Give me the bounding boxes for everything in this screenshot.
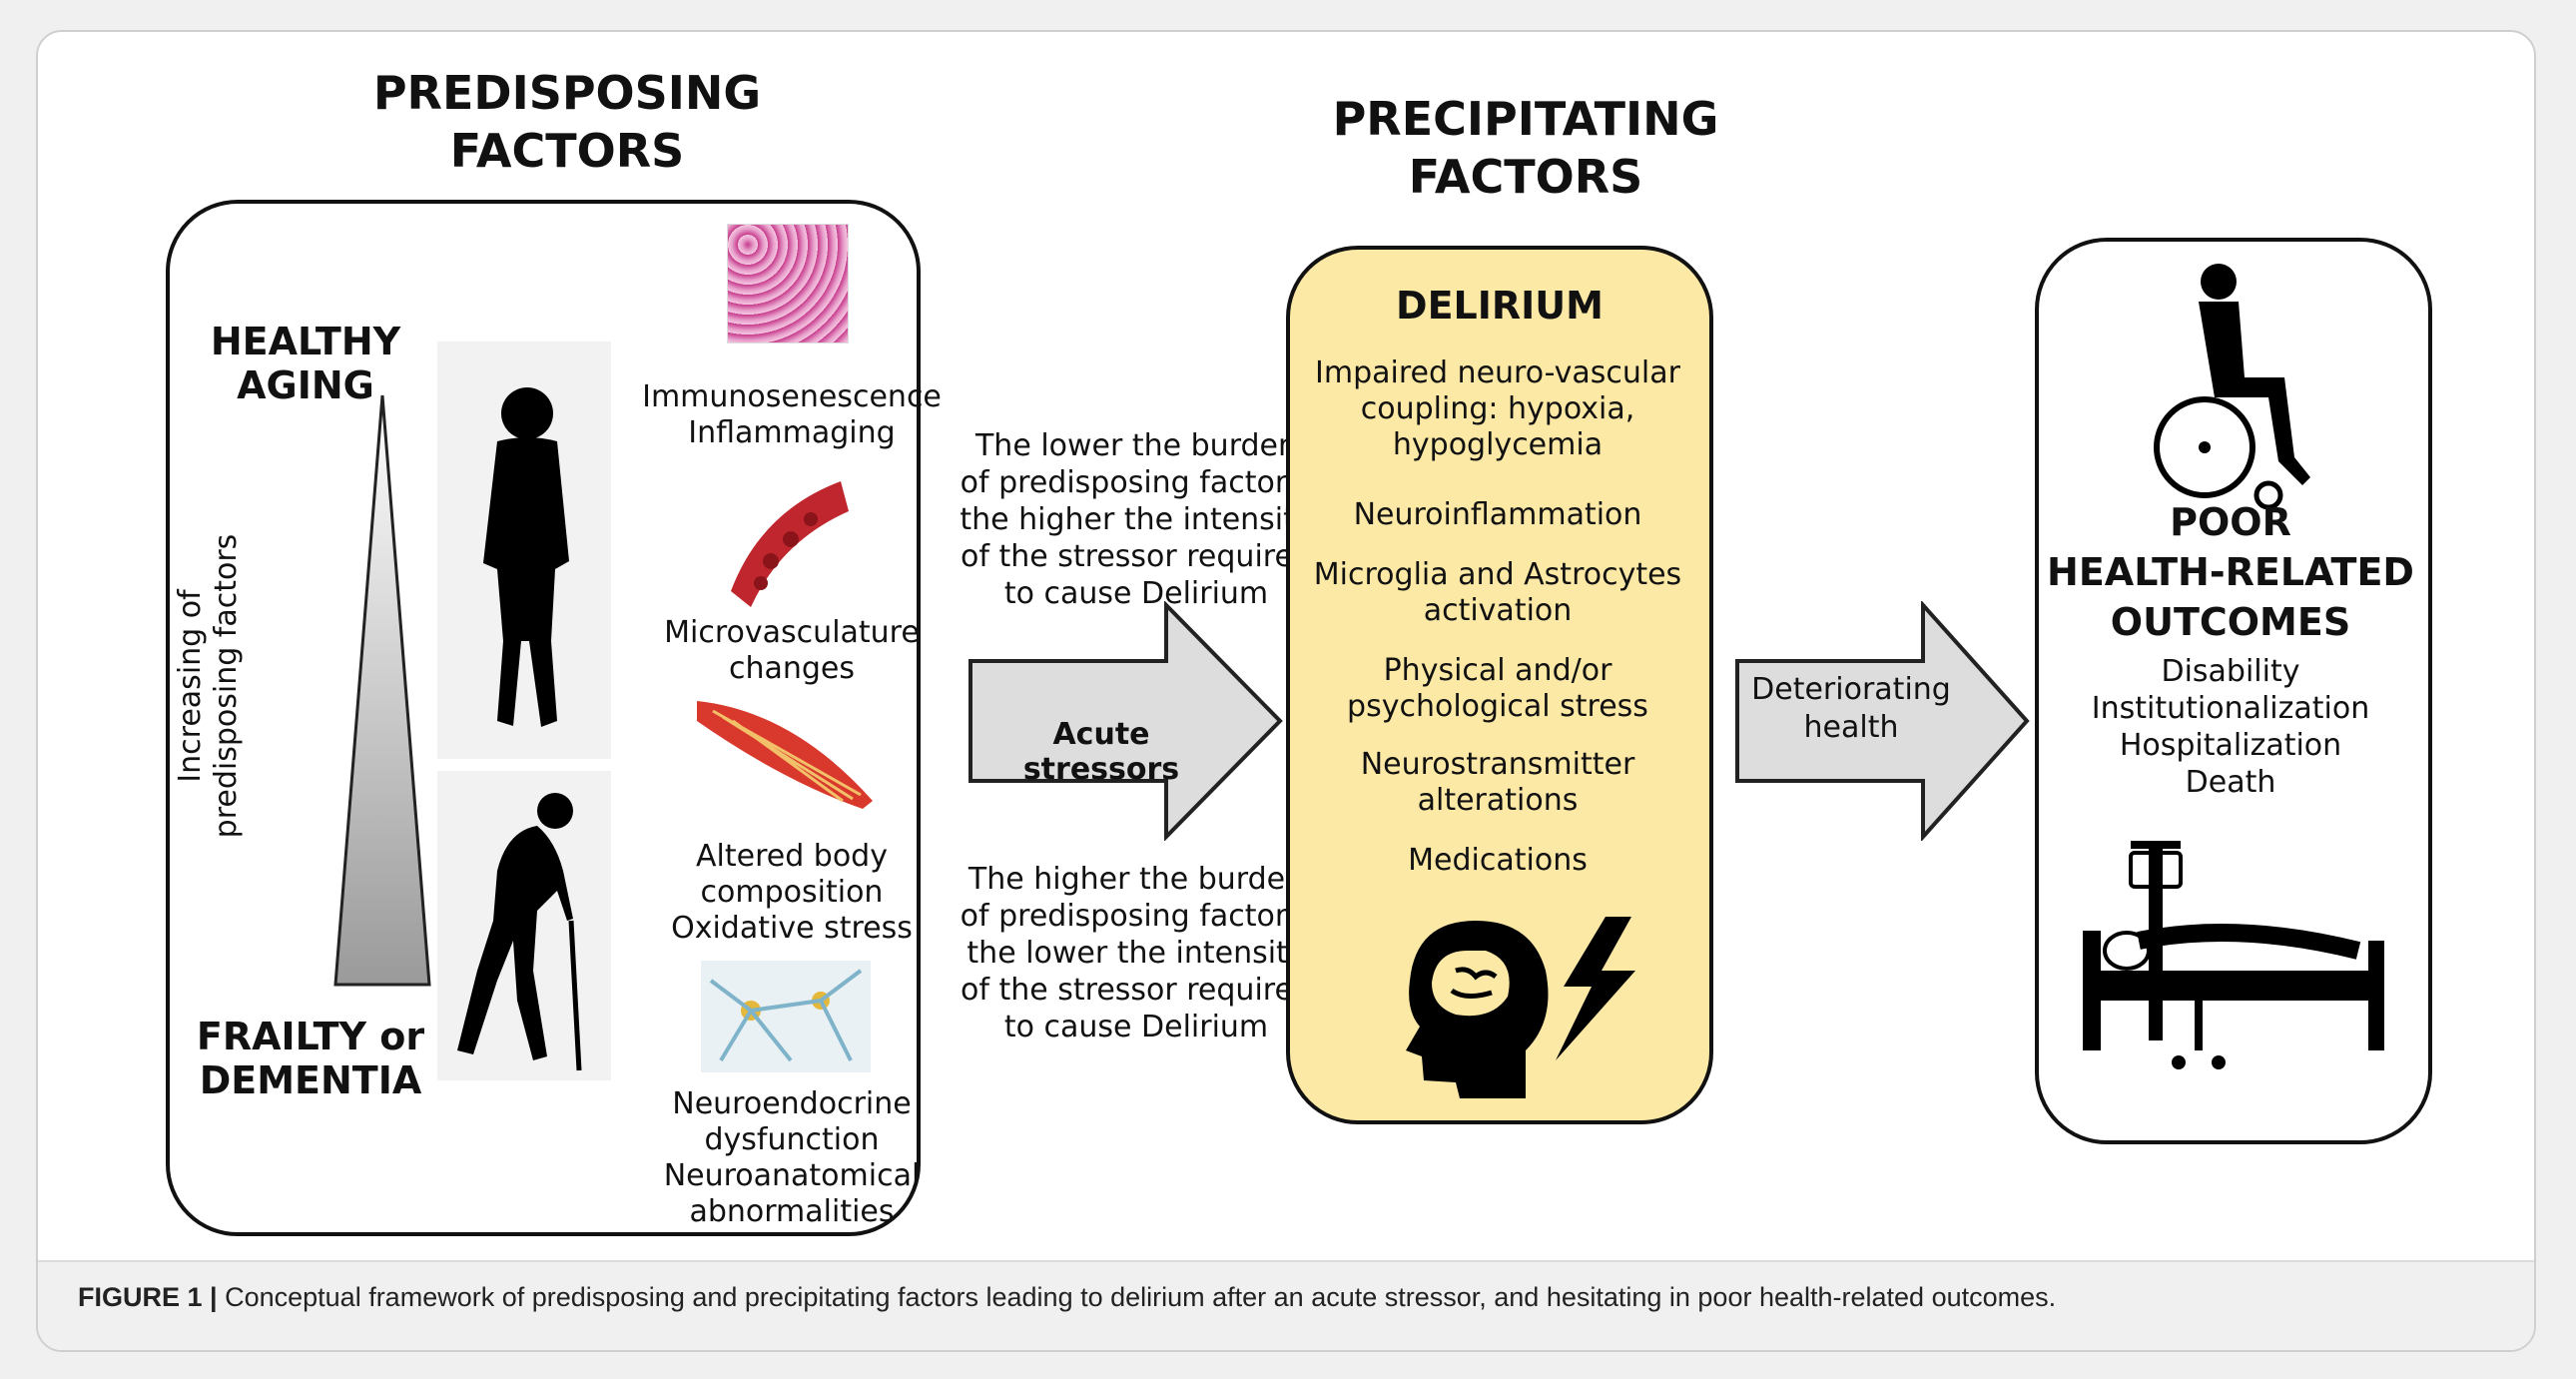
- deteriorating-line2: health: [1803, 710, 1899, 745]
- item-4-line4: abnormalities: [689, 1194, 895, 1229]
- outcomes-title: POOR HEALTH-RELATED OUTCOMES: [2039, 497, 2422, 647]
- middle-lower-text: The higher the burden of predisposing fa…: [937, 861, 1336, 1045]
- upper-line3: the higher the intensity: [960, 502, 1313, 537]
- delirium-title: DELIRIUM: [1396, 284, 1604, 328]
- neuron-icon: [709, 969, 863, 1062]
- predisposing-title: PREDISPOSING FACTORS: [337, 64, 797, 180]
- item-3-line1: Altered body: [696, 839, 888, 874]
- frailty-dementia-label: FRAILTY or DEMENTIA: [186, 1015, 435, 1102]
- item-3-line2: composition: [700, 875, 884, 910]
- delirium-item-2-line1: Neuroinflammation: [1353, 497, 1642, 532]
- frailty-dementia-line2: DEMENTIA: [199, 1058, 422, 1102]
- outcomes-title-line1: POOR: [2170, 500, 2291, 544]
- elderly-cane-icon: [457, 793, 582, 1071]
- axis-label-line1: Increasing of: [173, 589, 208, 783]
- axis-label: Increasing of predisposing factors: [173, 476, 263, 896]
- neuron-image: [701, 961, 871, 1072]
- item-4-line1: Neuroendocrine: [672, 1086, 912, 1121]
- outcomes-title-line2: HEALTH-RELATED: [2047, 550, 2414, 594]
- outcome-disability: Disability: [2161, 654, 2300, 689]
- upper-line4: of the stressor required: [961, 539, 1312, 574]
- item-4-line3: Neuroanatomical: [663, 1158, 921, 1193]
- delirium-item-2: Neuroinflammation: [1292, 497, 1703, 533]
- delirium-item-3: Microglia and Astrocytes activation: [1292, 557, 1703, 629]
- caption-body: Conceptual framework of predisposing and…: [225, 1282, 2057, 1312]
- healthy-aging-line1: HEALTHY: [210, 320, 401, 363]
- walking-person-icon: [483, 387, 569, 727]
- axis-label-line2: predisposing factors: [209, 533, 244, 839]
- caption-label: FIGURE 1 |: [78, 1282, 218, 1312]
- lower-line4: of the stressor required: [961, 973, 1312, 1008]
- lower-line3: the lower the intensity: [966, 936, 1306, 971]
- caption-text: FIGURE 1 | Conceptual framework of predi…: [78, 1278, 2494, 1316]
- delirium-item-4: Physical and/or psychological stress: [1292, 653, 1703, 725]
- frailty-dementia-line1: FRAILTY or: [196, 1015, 425, 1058]
- outcome-death: Death: [2185, 765, 2276, 800]
- frail-person-image: [437, 771, 611, 1080]
- lower-line5: to cause Delirium: [1003, 1010, 1269, 1044]
- delirium-item-5-line2: alterations: [1417, 783, 1579, 818]
- lower-line1: The higher the burden: [967, 862, 1305, 897]
- predisposing-item-4: Neuroendocrine dysfunction Neuroanatomic…: [637, 1086, 947, 1230]
- precipitating-title: PRECIPITATING FACTORS: [1286, 90, 1765, 206]
- muscle-image: [693, 691, 877, 811]
- delirium-item-6-line1: Medications: [1408, 843, 1588, 878]
- predisposing-title-line1: PREDISPOSING: [372, 66, 762, 120]
- item-4-line2: dysfunction: [704, 1122, 880, 1157]
- deteriorating-health-label: Deteriorating health: [1741, 671, 1961, 747]
- delirium-item-4-line1: Physical and/or: [1383, 653, 1612, 688]
- delirium-item-3-line2: activation: [1423, 593, 1573, 628]
- precipitating-title-line2: FACTORS: [1408, 150, 1643, 204]
- wheelchair-icon: [2154, 264, 2310, 510]
- upper-line2: of predisposing factors,: [960, 465, 1313, 500]
- microvasculature-image: [721, 471, 853, 611]
- upper-line1: The lower the burden: [974, 428, 1298, 463]
- delirium-item-4-line2: psychological stress: [1347, 689, 1648, 724]
- head-lightning-icon: [1406, 917, 1635, 1098]
- acute-stressors-label: Acute stressors: [1022, 717, 1180, 787]
- muscle-icon: [697, 701, 873, 809]
- healthy-person-image: [437, 342, 611, 759]
- delirium-item-3-line1: Microglia and Astrocytes: [1313, 557, 1682, 592]
- item-2-line1: Microvasculature: [664, 615, 920, 650]
- figure-frame: PREDISPOSING FACTORS HEALTHY AGING FRAIL…: [36, 30, 2536, 1352]
- item-1-line1: Immunosenescence: [642, 379, 942, 414]
- outcomes-list: Disability Institutionalization Hospital…: [2039, 653, 2422, 801]
- delirium-item-1-line1: Impaired neuro-vascular: [1315, 355, 1680, 390]
- healthy-aging-line2: AGING: [237, 363, 374, 407]
- immunosenescence-image: [727, 224, 849, 344]
- lower-line2: of predisposing factors,: [960, 899, 1313, 934]
- middle-upper-text: The lower the burden of predisposing fac…: [937, 427, 1336, 612]
- delirium-item-5-line1: Neurostransmitter: [1360, 747, 1635, 782]
- hospital-bed-icon: [2083, 841, 2384, 1069]
- delirium-item-1-line3: hypoglycemia: [1392, 427, 1604, 462]
- deteriorating-health-arrow: [1735, 601, 2030, 841]
- outcome-hospitalization: Hospitalization: [2119, 728, 2342, 763]
- predisposing-item-2: Microvasculature changes: [637, 615, 947, 687]
- increasing-triangle: [333, 394, 431, 987]
- predisposing-item-1: Immunosenescence Inflammaging: [637, 379, 947, 451]
- figure-caption: FIGURE 1 | Conceptual framework of predi…: [38, 1260, 2534, 1350]
- predisposing-item-3: Altered body composition Oxidative stres…: [637, 839, 947, 947]
- outcomes-title-line3: OUTCOMES: [2110, 600, 2351, 644]
- predisposing-title-line2: FACTORS: [449, 124, 685, 178]
- delirium-item-1: Impaired neuro-vascular coupling: hypoxi…: [1292, 355, 1703, 463]
- acute-stressors-arrow: [968, 601, 1283, 841]
- deteriorating-line1: Deteriorating: [1751, 672, 1951, 707]
- item-3-line3: Oxidative stress: [671, 911, 913, 946]
- delirium-item-6: Medications: [1292, 843, 1703, 879]
- blood-vessel-icon: [731, 481, 849, 607]
- upper-line5: to cause Delirium: [1003, 576, 1269, 611]
- delirium-item-1-line2: coupling: hypoxia,: [1360, 391, 1635, 426]
- item-1-line2: Inflammaging: [688, 415, 896, 450]
- item-2-line2: changes: [728, 651, 856, 686]
- precipitating-title-line1: PRECIPITATING: [1332, 92, 1719, 146]
- outcome-institutionalization: Institutionalization: [2091, 691, 2370, 726]
- delirium-item-5: Neurostransmitter alterations: [1292, 747, 1703, 819]
- healthy-aging-label: HEALTHY AGING: [206, 320, 405, 407]
